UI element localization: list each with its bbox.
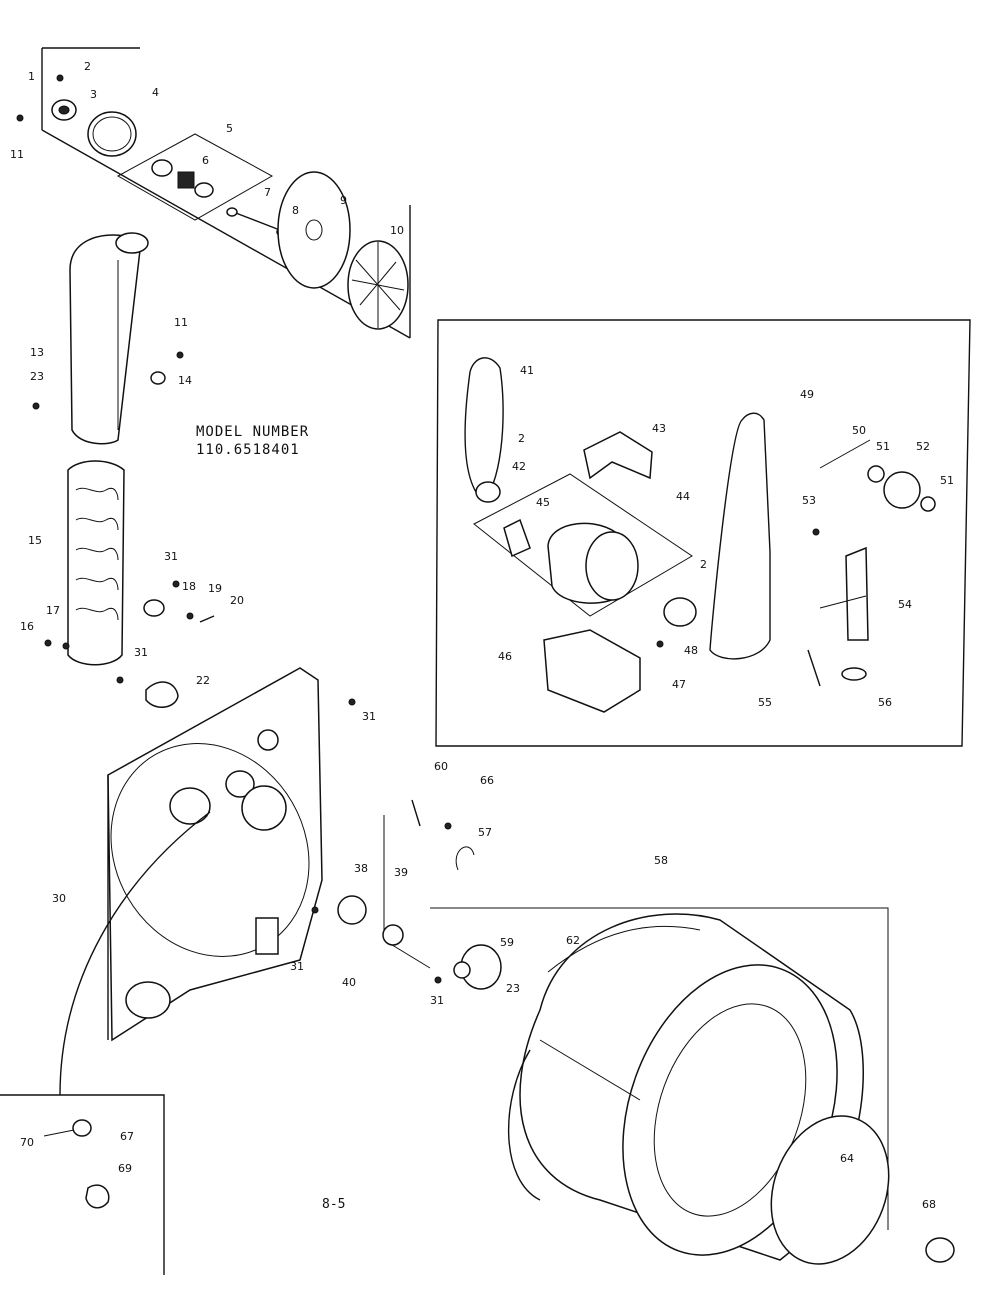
front-bulkhead-30	[59, 667, 356, 1096]
callout: 11	[10, 148, 24, 161]
motor-mount-43	[583, 431, 653, 480]
screw-11	[16, 114, 24, 122]
callout: 2	[700, 558, 707, 571]
callout: 23	[30, 370, 44, 383]
motor-drive-inset	[435, 319, 971, 747]
callout: 17	[46, 604, 60, 617]
callout: 30	[52, 892, 66, 905]
callout: 43	[652, 422, 666, 435]
callout: 51	[876, 440, 890, 453]
callout: 67	[120, 1130, 134, 1143]
callout: 41	[520, 364, 534, 377]
callout: 53	[802, 494, 816, 507]
heater-15	[44, 460, 215, 708]
callout: 44	[676, 490, 690, 503]
detail-inset	[0, 1094, 165, 1275]
seal-ring-4	[87, 111, 137, 157]
callout: 31	[290, 960, 304, 973]
callout: 59	[500, 936, 514, 949]
callout: 22	[196, 674, 210, 687]
callout: 20	[230, 594, 244, 607]
callout: 3	[90, 88, 97, 101]
bearing-3	[51, 99, 77, 121]
callout: 4	[152, 86, 159, 99]
model-number: 110.6518401	[196, 442, 300, 458]
callout: 2	[84, 60, 91, 73]
callout: 18	[182, 580, 196, 593]
callout: 23	[506, 982, 520, 995]
callout: 11	[174, 316, 188, 329]
callout: 38	[354, 862, 368, 875]
blower-housing-kit-5	[116, 133, 274, 221]
callout: 57	[478, 826, 492, 839]
callout: 31	[134, 646, 148, 659]
callout: 39	[394, 866, 408, 879]
motor-cradle-46	[543, 629, 641, 713]
blower-wheel-10	[347, 240, 409, 330]
callout: 54	[898, 598, 912, 611]
exhaust-duct-13	[32, 232, 184, 445]
callout: 60	[434, 760, 448, 773]
callout: 1	[28, 70, 35, 83]
callout: 52	[916, 440, 930, 453]
callout: 51	[940, 474, 954, 487]
callout: 5	[226, 122, 233, 135]
callout: 8	[292, 204, 299, 217]
drum-shaft-59	[453, 944, 502, 990]
idler-assembly	[807, 439, 936, 687]
detail-leader-line	[59, 811, 211, 1096]
blower-plate-9	[277, 171, 351, 289]
callout: 62	[566, 934, 580, 947]
callout: 49	[800, 388, 814, 401]
callout-labels: 1 2 3 4 5 6 7 8 9 10 11 13 11 23 14 15 3…	[10, 60, 954, 1211]
callout: 2	[518, 432, 525, 445]
callout: 46	[498, 650, 512, 663]
callout: 69	[118, 1162, 132, 1175]
blower-assembly	[16, 47, 411, 339]
callout: 19	[208, 582, 222, 595]
model-label: MODEL NUMBER 110.6518401	[196, 424, 309, 458]
callout: 42	[512, 460, 526, 473]
belt-49	[709, 412, 771, 660]
screw-2	[56, 74, 64, 82]
drum-58	[430, 907, 955, 1265]
callout: 58	[654, 854, 668, 867]
callout: 6	[202, 154, 209, 167]
callout: 7	[264, 186, 271, 199]
callout: 50	[852, 424, 866, 437]
callout: 64	[840, 1152, 854, 1165]
model-heading: MODEL NUMBER	[196, 424, 309, 440]
callout: 14	[178, 374, 192, 387]
callout: 68	[922, 1198, 936, 1211]
callout: 47	[672, 678, 686, 691]
page-number: 8-5	[322, 1197, 345, 1212]
callout: 9	[340, 194, 347, 207]
callout: 56	[878, 696, 892, 709]
callout: 55	[758, 696, 772, 709]
callout: 15	[28, 534, 42, 547]
callout: 13	[30, 346, 44, 359]
rear-bearing-group	[311, 799, 502, 990]
callout: 31	[430, 994, 444, 1007]
callout: 40	[342, 976, 356, 989]
pulley-42	[475, 481, 501, 503]
callout: 48	[684, 644, 698, 657]
callout: 70	[20, 1136, 34, 1149]
callout: 16	[20, 620, 34, 633]
callout: 45	[536, 496, 550, 509]
callout: 10	[390, 224, 404, 237]
motor-44	[473, 473, 697, 627]
drive-belt-41	[464, 357, 504, 501]
callout: 66	[480, 774, 494, 787]
callout: 31	[164, 550, 178, 563]
callout: 31	[362, 710, 376, 723]
